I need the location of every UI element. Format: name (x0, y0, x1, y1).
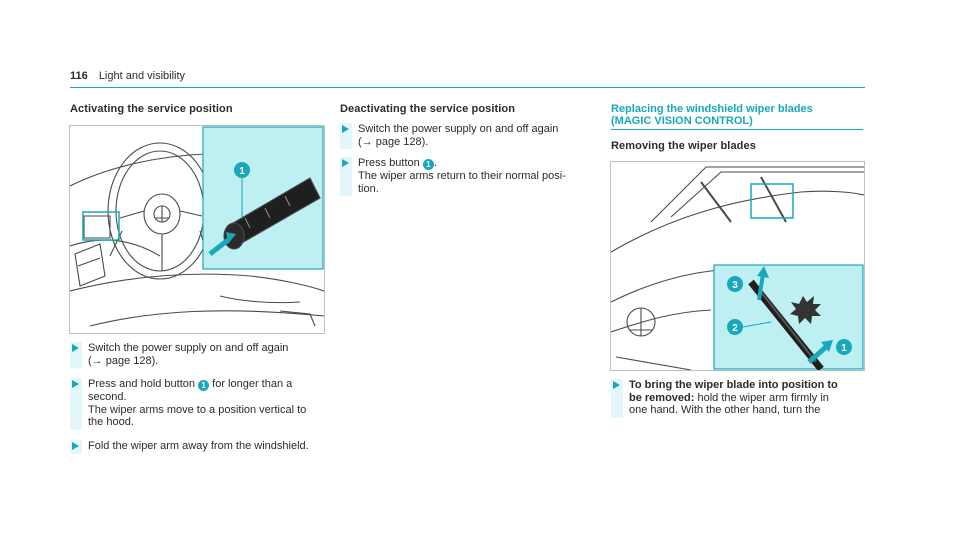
heading-activating: Activating the service position (70, 103, 233, 115)
subheading-removing: Removing the wiper blades (611, 140, 756, 152)
warning-burst-icon (790, 296, 821, 324)
button-1-badge: 1 (422, 159, 434, 170)
page-number: 116 (70, 70, 88, 82)
lift-arrow (757, 273, 765, 301)
step-bring-wiper-blade: To bring the wiper blade into position t… (611, 379, 866, 418)
callout-2: 2 (727, 319, 772, 335)
callout-1: 1 (836, 339, 852, 355)
svg-text:3: 3 (732, 280, 738, 291)
step-arrow-icon (72, 344, 79, 352)
step-arrow-icon (72, 380, 79, 388)
figure-steering-wheel: 1 (69, 125, 325, 334)
steering-wheel-illustration: 1 (70, 126, 324, 327)
svg-text:1: 1 (841, 343, 847, 354)
step-arrow-icon (342, 125, 349, 133)
header-rule (70, 87, 865, 88)
stalk-highlight-box (82, 211, 120, 241)
step-arrow-icon (342, 159, 349, 167)
step-press-hold: Press and hold button 1 for longer than … (70, 378, 325, 430)
svg-text:1: 1 (239, 166, 245, 177)
heading-replacing: Replacing the windshield wiper blades (M… (611, 103, 813, 127)
callout-3: 3 (727, 276, 743, 292)
svg-text:2: 2 (732, 323, 738, 334)
button-1-badge: 1 (198, 380, 210, 391)
wiper-highlight-box (750, 183, 794, 219)
callout-1: 1 (234, 162, 250, 218)
heading-deactivating: Deactivating the service position (340, 103, 516, 115)
section-rule (611, 129, 863, 130)
step-arrow-icon (613, 381, 620, 389)
step-switch-power: Switch the power supply on and off again… (70, 342, 325, 368)
figure-windshield: 3 2 1 (610, 161, 865, 371)
step-press-button: Press button 1. The wiper arms return to… (340, 157, 595, 196)
step-fold-wiper: Fold the wiper arm away from the windshi… (70, 440, 335, 454)
windshield-illustration: 3 2 1 (611, 166, 864, 370)
press-arrow (208, 238, 230, 256)
page-header: 116 Light and visibility (70, 70, 185, 82)
turn-arrow (807, 345, 828, 364)
step-arrow-icon (72, 442, 79, 450)
section-title: Light and visibility (98, 70, 186, 82)
step-switch-power-2: Switch the power supply on and off again… (340, 123, 595, 149)
